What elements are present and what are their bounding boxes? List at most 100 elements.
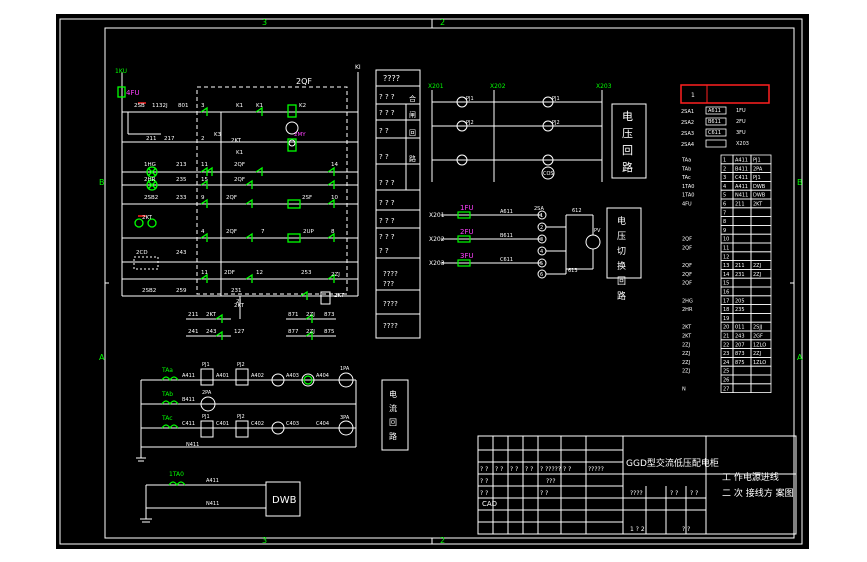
table-cell	[750, 224, 772, 235]
table-cell	[750, 216, 772, 226]
wire-label: A411	[182, 373, 195, 379]
terminal-row-number: 9	[723, 228, 726, 234]
circuit-label: 2SB2	[142, 288, 156, 294]
circuit-label: 2CD	[136, 250, 148, 256]
circuit-label: 259	[176, 288, 187, 294]
title-cell: ? ?	[510, 466, 518, 473]
title-cell: ? ?	[480, 478, 488, 485]
fuse-1fu: 1FU	[460, 204, 474, 212]
voltage-switch-circuit: X201 X202 X203 1FU 2FU 3FU A611 B611 C61…	[429, 204, 642, 302]
terminal-row-b: A411	[735, 184, 748, 190]
circuit-label: 211	[146, 136, 157, 142]
legend-bottom-text: ???	[383, 280, 394, 288]
wire-b611: B611	[500, 233, 513, 239]
table-cell	[750, 286, 772, 297]
table-cell	[750, 277, 772, 288]
terminal-row-number: 16	[723, 290, 729, 296]
table-cell	[732, 242, 752, 253]
terminal-row-c: 2PA	[753, 166, 763, 172]
circuit-label: 2HR	[144, 177, 156, 183]
title-cell: ? ?	[480, 490, 488, 497]
terminal-label: A402	[251, 373, 264, 379]
switch-input-x201: X201	[429, 212, 445, 219]
fuse-top-label: 4FU	[126, 89, 140, 97]
title-cell: ???	[546, 478, 556, 485]
table-cell	[705, 106, 727, 115]
circuit-label: 2SB	[134, 103, 145, 109]
terminal-row-number: 3	[723, 175, 726, 181]
table-cell	[750, 304, 772, 314]
circuit-label: 875	[324, 329, 335, 335]
terminal-row-a: 1TA0	[682, 193, 694, 199]
terminal-row-b: 011	[735, 325, 745, 331]
legend-row-text: ? ? ?	[379, 233, 395, 241]
current-circuit-title: 电流回路	[389, 389, 397, 441]
bus-x202: X202	[490, 83, 506, 90]
zone-left-b: B	[99, 178, 105, 187]
terminal-row-a: 2QF	[682, 246, 692, 252]
terminal-top-a: 2SA4	[681, 142, 694, 148]
terminal-header-left: 1	[691, 92, 695, 99]
title-cell: 1 ? 2	[630, 526, 645, 533]
circuit-label: 2ZJ	[331, 272, 340, 278]
meter-label: PJ2	[552, 120, 560, 126]
circuit-label: 2QF	[226, 229, 237, 235]
terminal-row-number: 24	[723, 360, 729, 366]
meter-label: 3PA	[340, 415, 350, 421]
terminal-row-number: 12	[723, 254, 729, 260]
terminal-label: C403	[286, 421, 299, 427]
table-cell	[750, 207, 772, 218]
ta-label: TAa	[161, 367, 173, 374]
control-circuit: 1KU KI 4FU 2QF 2SB1132J8013K1K1K22MY2112…	[115, 64, 361, 340]
title-cell: ????	[630, 490, 643, 497]
meter-label: 1PA	[340, 366, 350, 372]
meter-label: PJ1	[466, 96, 474, 102]
table-cell	[750, 233, 772, 244]
circuit-label: 127	[234, 329, 245, 335]
terminal-label: C402	[251, 421, 264, 427]
product-title: GGD型交流低压配电柜	[626, 457, 719, 469]
vertical-title: 电压切换回路	[617, 215, 626, 302]
terminal-row-a: 2KT	[682, 334, 692, 340]
legend-header: ????	[383, 74, 400, 83]
terminal-row-number: 2	[723, 166, 726, 172]
terminal-row-b: 873	[735, 351, 745, 357]
switch-terminal: 6	[540, 272, 543, 278]
terminal-row-number: 1	[723, 158, 726, 164]
circuit-label: 871	[288, 312, 299, 318]
terminal-row-number: 10	[723, 237, 729, 243]
terminal-row-c: 2ZJ	[753, 263, 761, 269]
table-cell	[732, 277, 752, 288]
terminal-top-c: X203	[736, 141, 749, 147]
switch-terminal: 3	[540, 237, 543, 243]
dwb-label: DWB	[272, 495, 297, 506]
table-cell	[750, 383, 772, 393]
circuit-label: 2KT	[334, 293, 345, 299]
terminal-row-a: N	[682, 386, 686, 392]
terminal-row-number: 21	[723, 334, 729, 340]
schematic-drawing: 3 2 3 2 B A B A	[59, 18, 803, 545]
circuit-label: 2J	[236, 299, 241, 305]
table-cell	[750, 365, 772, 376]
terminal-row-b: B411	[735, 166, 748, 172]
terminal-row-a: 2QF	[682, 281, 692, 287]
drawing-canvas[interactable]: 3 2 3 2 B A B A	[56, 14, 809, 549]
legend-bottom-text: ????	[383, 300, 398, 308]
terminal-top-b: A611	[708, 108, 721, 114]
circuit-label: 211	[188, 312, 199, 318]
terminal-top-c: 3FU	[736, 130, 746, 136]
wire-a611: A611	[500, 209, 513, 215]
terminal-row-number: 20	[723, 325, 729, 331]
fuse-2fu: 2FU	[460, 228, 474, 236]
legend-row-text: ? ? ?	[379, 179, 395, 187]
circuit-label: 2QF	[226, 195, 237, 201]
legend-row-text: ? ?	[379, 127, 389, 135]
terminal-row-c: 2KT	[753, 202, 763, 208]
bus-right-label: KI	[355, 64, 361, 71]
vertical-title: 电流回路	[389, 389, 397, 441]
meter-label: PJ2	[237, 414, 245, 420]
zone-top-left: 3	[262, 18, 267, 27]
voltage-circuit: X201 X202 X203 PJ1 PJ2 PJ1 PJ2 COS 电压回路	[428, 83, 647, 182]
